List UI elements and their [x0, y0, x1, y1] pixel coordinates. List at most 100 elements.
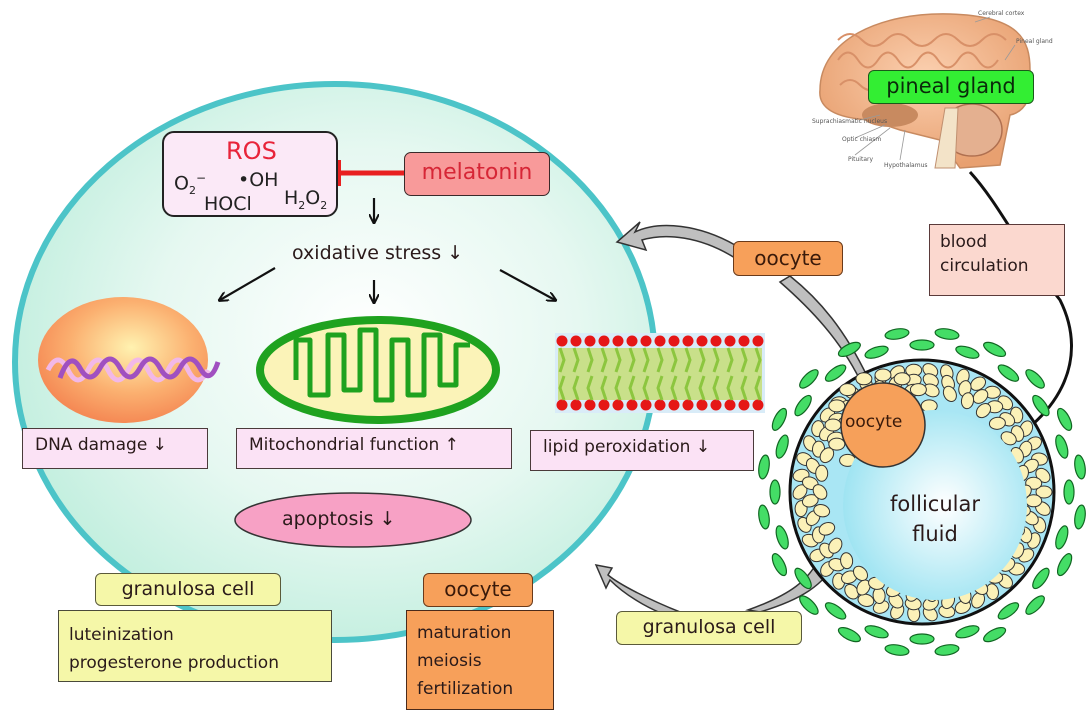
lipid-tail	[642, 375, 650, 401]
oocyte-arrow-label: oocyte	[733, 241, 843, 276]
granulosa-cell	[942, 385, 957, 403]
hydroxyl-label: •OH	[238, 169, 279, 191]
blood-circulation-line: blood	[940, 232, 988, 252]
lipid-head	[696, 399, 708, 411]
theca-cell	[837, 341, 861, 358]
lipid-head	[752, 399, 764, 411]
lipid-head	[584, 399, 596, 411]
dna-damage-box: DNA damage ↓	[22, 428, 208, 469]
theca-cell	[1055, 434, 1069, 459]
lipid-tail	[670, 347, 678, 373]
lipid-tail	[600, 375, 608, 401]
lipid-tail	[614, 347, 622, 373]
lipid-head	[724, 399, 736, 411]
granulosa-cell	[857, 593, 875, 607]
lipid-head	[626, 399, 638, 411]
lipid-tail	[712, 375, 720, 401]
theca-cells	[758, 328, 1086, 656]
lipid-tail	[712, 347, 720, 373]
lipid-head	[556, 399, 568, 411]
theca-cell	[864, 625, 889, 639]
ros-title: ROS	[226, 137, 277, 165]
lipid-tail	[572, 375, 580, 401]
theca-cell	[794, 394, 812, 417]
cumulus-cell	[824, 418, 842, 432]
ros-box: ROS O2− •OH HOCl H2O2	[162, 131, 338, 217]
granulosa-cell	[844, 583, 859, 600]
lipid-head	[738, 335, 750, 347]
lipid-tail	[698, 347, 706, 373]
theca-cell	[1056, 407, 1073, 431]
superoxide-label: O2−	[174, 171, 207, 198]
lipid-tail	[558, 347, 566, 373]
inhibition-arrow	[335, 160, 404, 186]
theca-cell	[775, 525, 789, 550]
oocyte-effects-list: maturation meiosis fertilization	[406, 610, 554, 710]
theca-cell	[1032, 567, 1050, 590]
lipid-tail	[656, 347, 664, 373]
cumulus-cell	[874, 368, 892, 382]
granulosa-effect-item: progesterone production	[69, 653, 279, 673]
granulosa-cell	[828, 537, 843, 554]
theca-cell	[955, 345, 980, 359]
lipid-head	[724, 335, 736, 347]
mitochondrial-function-box: Mitochondrial function ↑	[236, 428, 512, 469]
cumulus-cell	[839, 383, 857, 397]
theca-cell	[934, 644, 960, 656]
theca-cell	[884, 644, 910, 656]
theca-cell	[1025, 369, 1045, 389]
lipid-peroxidation-box: lipid peroxidation ↓	[530, 430, 754, 471]
follicular-fluid-label-line2: fluid	[912, 522, 958, 546]
lipid-head	[710, 335, 722, 347]
follicle	[758, 328, 1086, 656]
theca-cell	[799, 369, 819, 389]
oocyte-effect-item: fertilization	[417, 679, 514, 699]
granulosa-cell	[852, 565, 869, 582]
lipid-head	[640, 399, 652, 411]
lipid-head	[654, 399, 666, 411]
theca-cell	[1056, 553, 1073, 577]
granulosa-effect-item: luteinization	[69, 625, 174, 645]
theca-cell	[934, 328, 960, 340]
brain-annotation-cerebral-cortex: Cerebral cortex	[978, 10, 1025, 17]
lipid-head	[556, 335, 568, 347]
lipid-tail	[558, 375, 566, 401]
lipid-tail	[586, 375, 594, 401]
theca-cell	[1055, 525, 1069, 550]
theca-cell	[1032, 394, 1050, 417]
oocyte-effect-item: meiosis	[417, 651, 482, 671]
mitochondrion-icon	[256, 316, 500, 424]
lipid-head	[640, 335, 652, 347]
arrow-stress-to-dna	[220, 267, 276, 300]
lipid-tail	[600, 347, 608, 373]
lipid-tail	[572, 347, 580, 373]
oxidative-stress-label: oxidative stress ↓	[292, 242, 464, 264]
theca-cell	[997, 602, 1020, 620]
theca-cell	[983, 626, 1007, 643]
theca-cell	[1025, 595, 1045, 615]
cumulus-cell	[909, 383, 927, 397]
lipid-tail	[754, 375, 762, 401]
lipid-head	[584, 335, 596, 347]
follicular-fluid-label-line1: follicular	[890, 492, 980, 516]
theca-cell	[775, 434, 789, 459]
lipid-head	[612, 335, 624, 347]
granulosa-cell	[975, 403, 992, 419]
granulosa-cell	[972, 389, 989, 404]
oocyte-title: oocyte	[423, 573, 533, 607]
lipid-head	[752, 335, 764, 347]
blood-circulation-box: blood circulation	[929, 224, 1065, 296]
lipid-tail	[628, 347, 636, 373]
granulosa-cell	[840, 552, 854, 570]
granulosa-cell	[1035, 485, 1053, 499]
lipid-tail	[628, 375, 636, 401]
theca-cell	[1074, 454, 1086, 480]
lipid-tail	[726, 347, 734, 373]
lipid-head	[612, 399, 624, 411]
theca-cell	[837, 626, 861, 643]
apoptosis-label: apoptosis ↓	[282, 508, 396, 530]
theca-cell	[824, 364, 847, 382]
lipid-tail	[684, 375, 692, 401]
lipid-tail	[740, 347, 748, 373]
